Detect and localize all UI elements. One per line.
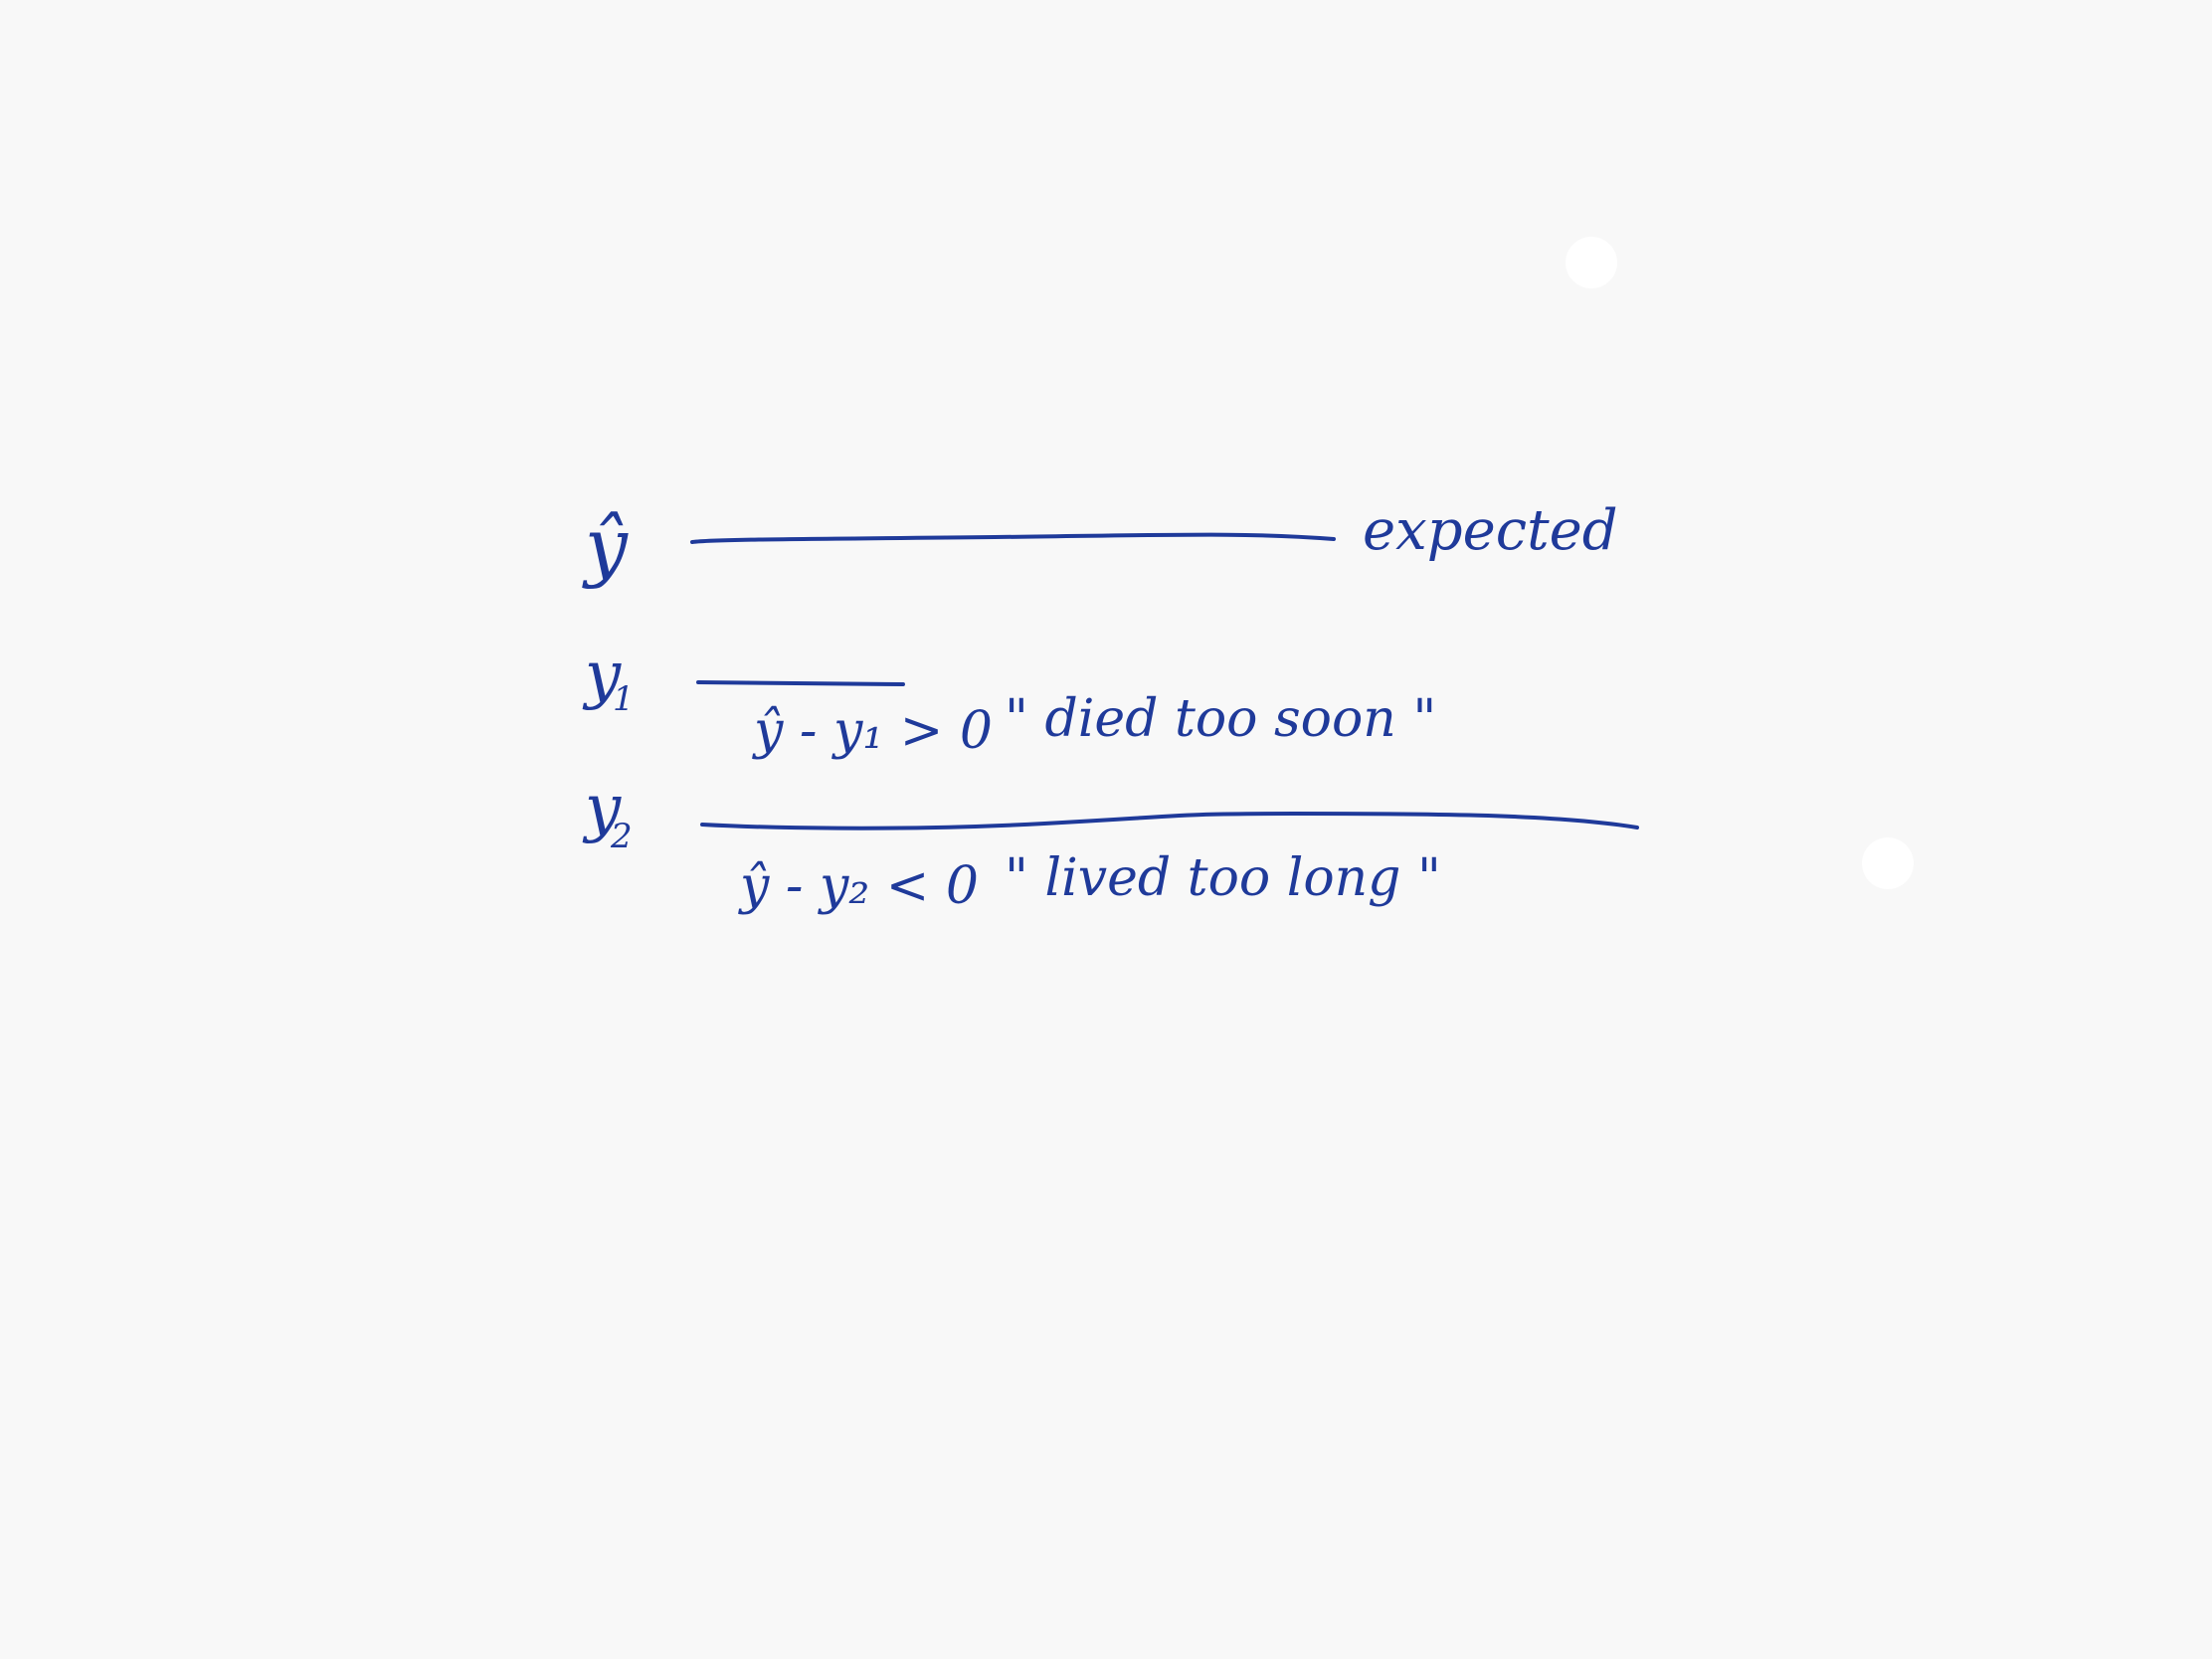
y1-expression: ŷ - y₁ > 0: [752, 701, 993, 761]
y1-line: [696, 680, 905, 686]
y2-subscript: 2: [610, 817, 633, 856]
white-dot: [1566, 237, 1617, 288]
y2-line: [700, 812, 1639, 830]
y2-note: " lived too long ": [1005, 848, 1441, 908]
expected-label: expected: [1363, 498, 1618, 563]
y1-subscript: 1: [613, 679, 635, 719]
y1-symbol: y: [582, 639, 622, 712]
white-dot: [1862, 837, 1914, 889]
y2-symbol: y: [582, 772, 622, 845]
expected-line: [690, 532, 1336, 544]
y-hat-symbol: ŷ: [582, 501, 629, 590]
y2-expression: ŷ - y₂ < 0: [738, 856, 979, 916]
y1-note: " died too soon ": [1005, 689, 1436, 749]
